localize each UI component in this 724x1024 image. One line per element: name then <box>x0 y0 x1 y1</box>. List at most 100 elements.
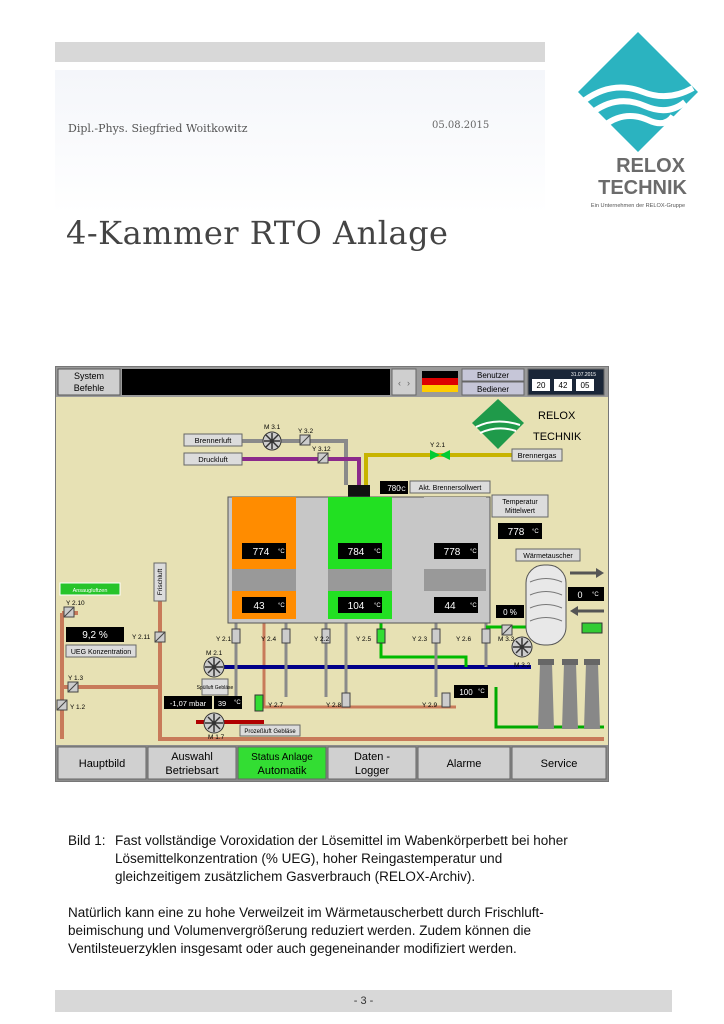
valve-y12-icon <box>56 699 68 711</box>
caption-line-3: gleichzeitigem zusätzlichem Gasverbrauch… <box>115 869 476 884</box>
svg-text:°C: °C <box>374 603 381 609</box>
ueg-label: UEG Konzentration <box>65 644 137 658</box>
y27-label: Y 2.7 <box>268 702 283 709</box>
y12-label: Y 1.2 <box>70 704 85 711</box>
relox-hmi-logo-icon <box>472 399 524 449</box>
temperatur-mittelwert-display: 778 °C <box>498 523 542 539</box>
message-bar <box>122 369 390 395</box>
nav-daten-logger[interactable]: Daten - Logger <box>327 746 417 780</box>
svg-text:Prozeßluft Gebläse: Prozeßluft Gebläse <box>244 729 296 735</box>
y211-label: Y 2.11 <box>132 634 151 641</box>
svg-text:°C: °C <box>532 529 539 535</box>
y21-label: Y 2.1 <box>430 442 445 449</box>
paragraph-line-1: Natürlich kann eine zu hohe Verweilzeit … <box>68 905 544 920</box>
svg-text:42: 42 <box>559 381 568 390</box>
bediener-button[interactable]: Bediener <box>461 381 525 396</box>
svg-text:0: 0 <box>577 590 582 600</box>
y24-label: Y 2.4 <box>261 636 276 643</box>
y28-label: Y 2.8 <box>326 702 341 709</box>
y25-label: Y 2.5 <box>356 636 371 643</box>
svg-text:Akt. Brennersollwert: Akt. Brennersollwert <box>419 485 482 492</box>
svg-text:›: › <box>407 378 410 388</box>
chamber-3-bed <box>424 569 486 591</box>
svg-text:UEG Konzentration: UEG Konzentration <box>71 649 131 656</box>
temperatur-mittelwert-label: Temperatur Mittelwert <box>491 494 549 518</box>
chamber-2-bottom-temp: 104 °C <box>338 597 382 613</box>
svg-text:780: 780 <box>387 484 401 493</box>
nav-service[interactable]: Service <box>511 746 607 780</box>
page-title: 4-Kammer RTO Anlage <box>66 214 449 252</box>
hmi-brand-1: RELOX <box>538 410 576 422</box>
m21-label: M 2.1 <box>206 650 223 657</box>
svg-text:778: 778 <box>444 547 461 558</box>
brenner-sollwert-unit: °C <box>399 487 406 493</box>
scroll-arrows[interactable]: ‹ › <box>391 368 417 396</box>
nav-alarme[interactable]: Alarme <box>417 746 511 780</box>
m33-label: M 3.3 <box>498 636 515 643</box>
y210-label: Y 2.10 <box>66 600 85 607</box>
chamber-3-bottom-temp: 44 °C <box>434 597 478 613</box>
svg-text:Automatik: Automatik <box>258 765 307 777</box>
svg-text:Bediener: Bediener <box>477 385 509 394</box>
valve-y28-icon <box>341 692 351 708</box>
svg-text:°C: °C <box>278 549 285 555</box>
chamber-1-top-temp: 774 °C <box>242 543 286 559</box>
nav-auswahl-betriebsart[interactable]: Auswahl Betriebsart <box>147 746 237 780</box>
svg-text:Auswahl: Auswahl <box>171 751 213 763</box>
relox-diamond-icon <box>578 32 698 152</box>
heat-exchanger-temp: 0 °C <box>568 587 604 601</box>
y23-label: Y 2.3 <box>412 636 427 643</box>
valve-position-display: 0 % <box>496 605 524 618</box>
chamber-3-top-temp: 778 °C <box>434 543 478 559</box>
valve-y22-icon <box>321 628 331 644</box>
fan-m31-icon <box>262 431 282 451</box>
svg-text:20: 20 <box>537 381 546 390</box>
y13-label: Y 1.3 <box>68 675 83 682</box>
figure-caption: Bild 1:Fast vollständige Voroxidation de… <box>68 832 628 886</box>
svg-text:Hauptbild: Hauptbild <box>79 758 125 770</box>
benutzer-button[interactable]: Benutzer <box>461 368 525 382</box>
chamber-2-bed <box>328 569 392 591</box>
svg-text:43: 43 <box>253 601 265 612</box>
body-paragraph: Natürlich kann eine zu hohe Verweilzeit … <box>68 904 628 958</box>
pump-icon <box>581 622 603 634</box>
svg-text:°C: °C <box>470 549 477 555</box>
m31-label: M 3.1 <box>264 424 281 431</box>
svg-text:‹: ‹ <box>398 378 401 388</box>
paragraph-line-2: beimischung und Volumenvergrößerung redu… <box>68 923 532 938</box>
logo-line1: RELOX <box>616 155 686 177</box>
caption-line-2: Lösemittelkonzentration (% UEG), hoher R… <box>115 851 503 866</box>
svg-text:44: 44 <box>444 601 456 612</box>
frischluft-label: Frischluft <box>153 562 167 602</box>
nav-hauptbild[interactable]: Hauptbild <box>57 746 147 780</box>
svg-text:Temperatur: Temperatur <box>502 499 538 506</box>
ansaugluft-label: Ansaugluftzen <box>59 582 121 596</box>
valve-y13-icon <box>67 681 79 693</box>
svg-text:100: 100 <box>459 688 473 697</box>
valve-y21b-icon <box>231 628 241 644</box>
svg-text:°C: °C <box>478 689 485 695</box>
svg-text:Ansaugluftzen: Ansaugluftzen <box>73 588 108 594</box>
svg-text:9,2 %: 9,2 % <box>82 630 108 641</box>
svg-text:Befehle: Befehle <box>74 383 105 393</box>
chamber-2-top-temp: 784 °C <box>338 543 382 559</box>
system-befehle-button[interactable]: System Befehle <box>57 368 121 396</box>
y26-label: Y 2.6 <box>456 636 471 643</box>
german-flag-icon[interactable] <box>422 371 458 392</box>
burner <box>348 485 370 497</box>
svg-text:System: System <box>74 371 104 381</box>
prozessluft-label: Prozeßluft Gebläse <box>239 724 301 737</box>
y22-label: Y 2.2 <box>314 636 329 643</box>
svg-text:Benutzer: Benutzer <box>477 371 509 380</box>
svg-text:Daten -: Daten - <box>354 751 390 763</box>
hmi-brand-2: TECHNIK <box>533 431 582 443</box>
brenner-sollwert-display: 780 <box>380 481 408 494</box>
chamber-1-bed <box>232 569 296 591</box>
nav-status-anlage[interactable]: Status Anlage Automatik <box>237 746 327 780</box>
relox-logo: RELOX TECHNIK Ein Unternehmen der RELOX-… <box>578 32 698 209</box>
y32-label: Y 3.2 <box>298 428 313 435</box>
author: Dipl.-Phys. Siegfried Woitkowitz <box>68 122 248 135</box>
fan-m32-icon <box>511 636 533 658</box>
valve-y32-icon <box>299 434 311 446</box>
hmi-screenshot: System Befehle ‹ › Benutzer Bediener 31.… <box>55 366 609 782</box>
